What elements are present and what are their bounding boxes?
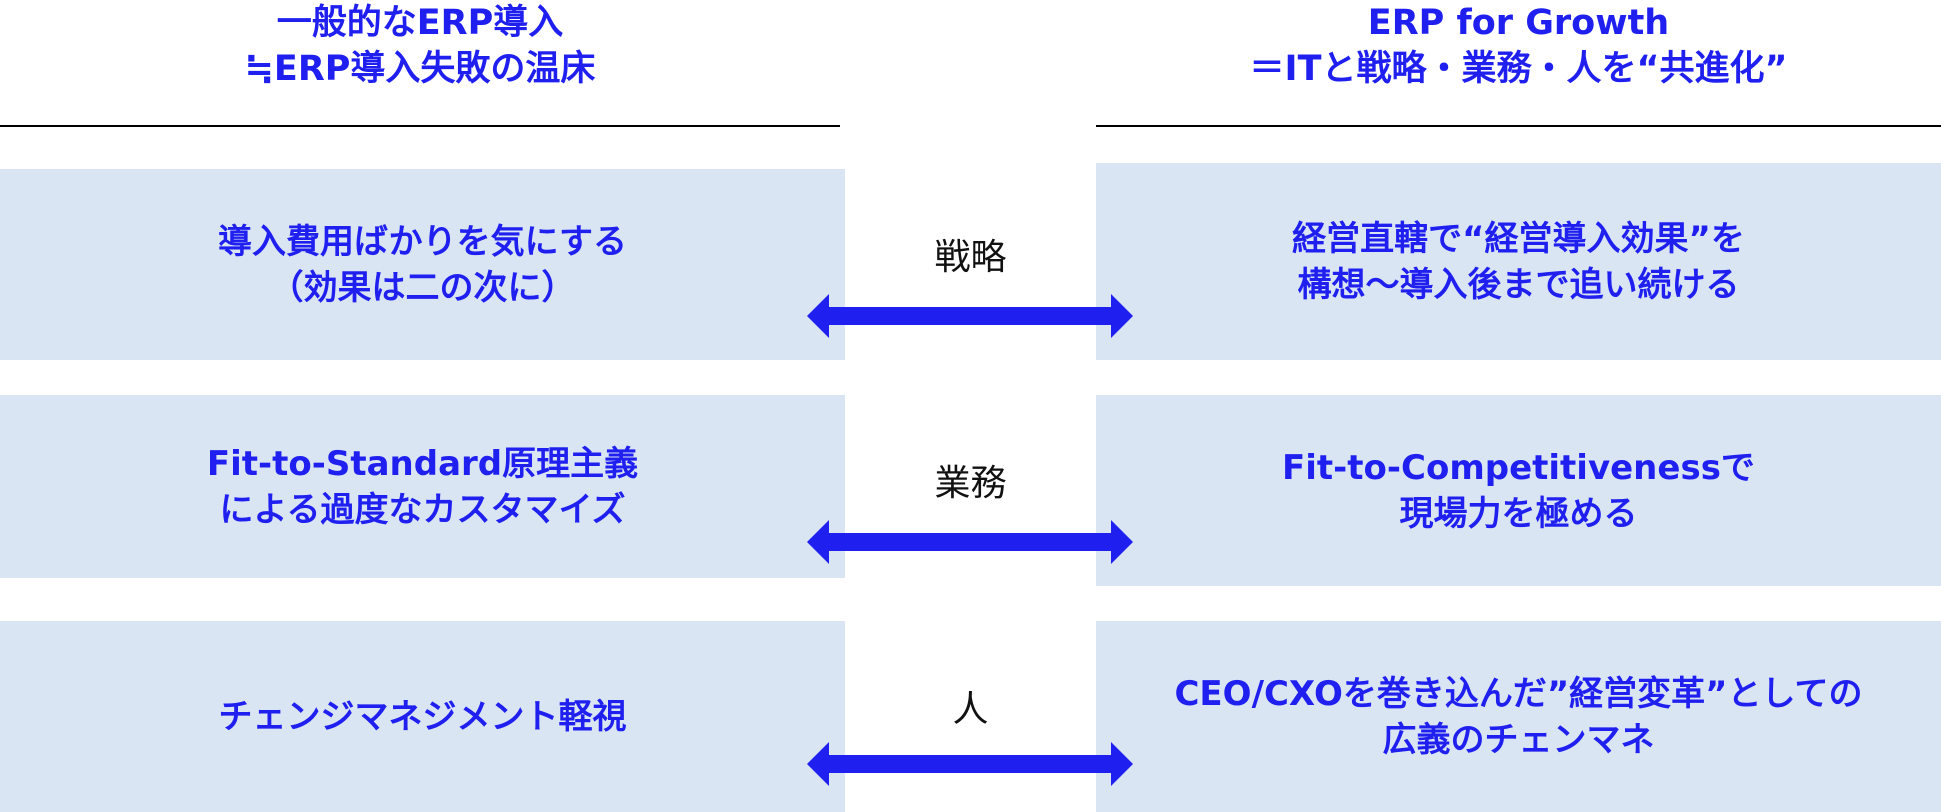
right-header-divider [1096, 125, 1941, 127]
strategy-connector-label: 戦略 [934, 237, 1007, 278]
operations-right-line1: Fit-to-Competitivenessで [1282, 447, 1755, 488]
left-header-line2: ≒ERP導入失敗の温床 [244, 49, 596, 89]
operations-right-card: Fit-to-Competitivenessで 現場力を極める [1096, 395, 1941, 586]
strategy-right-line2: 構想～導入後まで追い続ける [1297, 264, 1740, 305]
people-double-arrow-icon [805, 741, 1135, 787]
strategy-right-line1: 経営直轄で“経営導入効果”を [1292, 218, 1745, 259]
operations-connector-label: 業務 [934, 463, 1007, 504]
strategy-left-line1: 導入費用ばかりを気にする [217, 221, 628, 262]
people-right-line1: CEO/CXOを巻き込んだ”経営変革”としての [1174, 673, 1863, 714]
operations-left-line1: Fit-to-Standard原理主義 [206, 443, 639, 484]
people-right-card: CEO/CXOを巻き込んだ”経営変革”としての 広義のチェンマネ [1096, 621, 1941, 812]
left-column-header: 一般的なERP導入 ≒ERP導入失敗の温床 [0, 0, 840, 92]
operations-left-line2: による過度なカスタマイズ [219, 489, 626, 530]
strategy-left-line2: （効果は二の次に） [269, 267, 576, 308]
people-connector-label: 人 [952, 689, 989, 730]
operations-right-line2: 現場力を極める [1399, 493, 1638, 534]
people-left-line1: チェンジマネジメント軽視 [218, 696, 627, 737]
left-header-divider [0, 125, 840, 127]
operations-double-arrow-icon [805, 519, 1135, 565]
strategy-left-card: 導入費用ばかりを気にする （効果は二の次に） [0, 169, 845, 360]
people-left-card: チェンジマネジメント軽視 [0, 621, 845, 812]
strategy-double-arrow-icon [805, 293, 1135, 339]
operations-left-card: Fit-to-Standard原理主義 による過度なカスタマイズ [0, 395, 845, 578]
strategy-right-card: 経営直轄で“経営導入効果”を 構想～導入後まで追い続ける [1096, 163, 1941, 360]
right-column-header: ERP for Growth ＝ITと戦略・業務・人を“共進化” [1096, 0, 1941, 92]
left-header-line1: 一般的なERP導入 [276, 3, 564, 43]
right-header-line2: ＝ITと戦略・業務・人を“共進化” [1249, 49, 1788, 89]
people-right-line2: 広義のチェンマネ [1382, 719, 1655, 760]
right-header-line1: ERP for Growth [1367, 3, 1670, 43]
